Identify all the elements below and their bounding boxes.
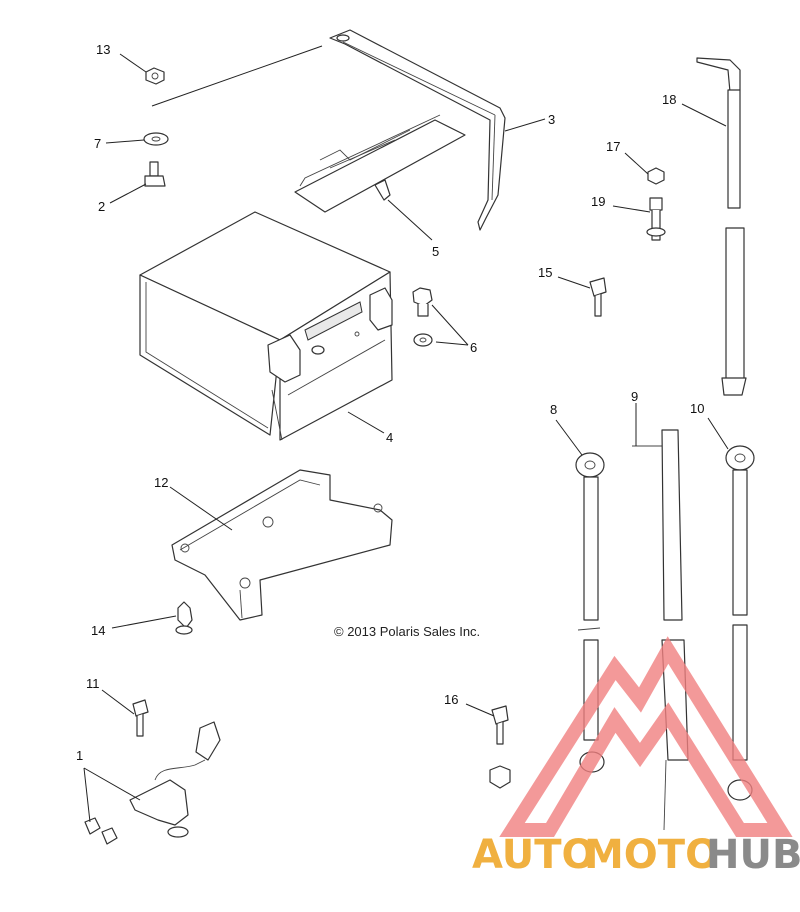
callout-6: 6 [470,340,477,355]
copyright-text: © 2013 Polaris Sales Inc. [334,624,480,639]
cable-part-18 [696,57,747,396]
stud-part-19 [646,197,666,241]
watermark-logo [499,636,793,837]
watermark-hub: HUB [706,832,800,878]
battery-strap-part [329,29,506,231]
watermark-text: AUTO MOTO HUB [472,832,800,878]
bolt-part-2 [144,161,166,187]
callout-2: 2 [98,199,105,214]
watermark-auto: AUTO [472,832,596,878]
callouts: 13 7 2 3 5 4 6 12 14 11 1 18 17 19 15 8 … [76,42,704,763]
callout-16: 16 [444,692,458,707]
callout-3: 3 [548,112,555,127]
battery-tray-part [171,469,393,621]
callout-11: 11 [86,676,100,691]
callout-12: 12 [154,475,168,490]
nut-part-17 [647,167,665,185]
callout-17: 17 [606,139,620,154]
washer-part-7 [143,132,169,146]
callout-1: 1 [76,748,83,763]
bolt-part-11 [132,699,149,737]
bolt-part-16 [489,705,511,789]
callout-15: 15 [538,265,552,280]
nut-part-13 [145,67,165,85]
push-clip-part [175,601,193,635]
callout-7: 7 [94,136,101,151]
callout-4: 4 [386,430,393,445]
callout-9: 9 [631,389,638,404]
watermark-moto: MOTO [584,832,719,878]
hold-down-plate-part [294,114,466,213]
leader-lines [83,45,729,823]
callout-13: 13 [96,42,110,57]
watermark-triangle-icon [499,636,793,837]
cable-part-9 [632,429,689,831]
callout-8: 8 [550,402,557,417]
callout-19: 19 [591,194,605,209]
callout-14: 14 [91,623,105,638]
bolt-part-15 [589,277,607,317]
callout-10: 10 [690,401,704,416]
callout-18: 18 [662,92,676,107]
battery-part [139,211,393,441]
callout-5: 5 [432,244,439,259]
solenoid-part [84,721,221,845]
cable-part-10 [725,445,755,801]
terminal-bolt-part [412,287,433,347]
